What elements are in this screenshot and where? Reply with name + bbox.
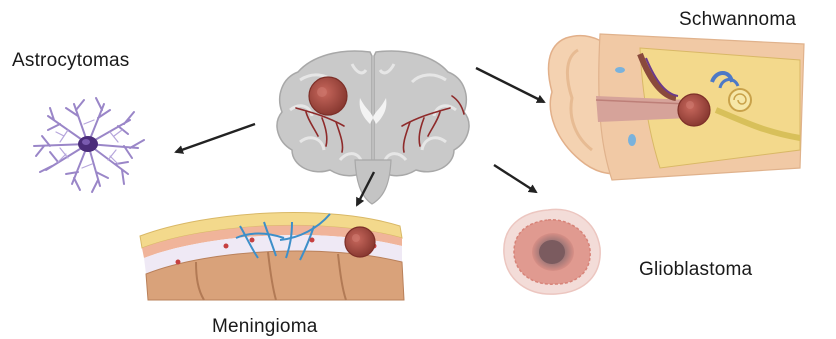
arrow-to-glioblastoma — [494, 165, 536, 192]
astrocyte-cell-icon — [34, 98, 144, 192]
arrow-to-astrocytoma — [176, 124, 255, 152]
arrow-to-schwannoma — [476, 68, 544, 102]
label-schwannoma: Schwannoma — [679, 9, 796, 31]
meninges-cross-section-icon — [140, 213, 404, 300]
label-astrocytomas: Astrocytomas — [12, 50, 130, 72]
brain-coronal-section-icon — [277, 51, 469, 204]
glioblastoma-cell-icon — [504, 209, 600, 294]
ear-cross-section-icon — [549, 34, 804, 180]
label-meningioma: Meningioma — [212, 316, 318, 338]
label-glioblastoma: Glioblastoma — [639, 259, 752, 281]
